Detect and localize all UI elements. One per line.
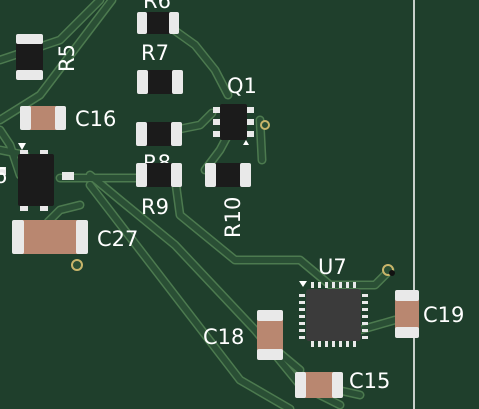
ref-c19: C19 <box>423 303 464 327</box>
resistor-r10[interactable] <box>205 163 251 187</box>
resistor-r6[interactable] <box>137 12 179 34</box>
pin1-marker <box>18 143 26 150</box>
vias <box>71 120 395 276</box>
ref-c27: C27 <box>97 227 138 251</box>
ref-r9: R9 <box>141 195 169 219</box>
capacitor-c16[interactable] <box>20 106 66 130</box>
ref-r7: R7 <box>141 41 169 65</box>
capacitor-c27[interactable] <box>12 220 88 254</box>
pin1-marker <box>243 140 249 145</box>
ref-q1: Q1 <box>227 74 257 98</box>
ref-c16: C16 <box>75 107 116 131</box>
capacitor-c15[interactable] <box>295 372 343 398</box>
ref-partial-left: 6 <box>0 164 7 188</box>
ref-r5: R5 <box>55 44 79 72</box>
ref-r10: R10 <box>221 197 245 238</box>
resistor-r5[interactable] <box>16 34 43 80</box>
via <box>71 259 83 271</box>
resistor-r9[interactable] <box>136 163 182 187</box>
transistor-q1[interactable] <box>213 104 254 145</box>
ref-u7: U7 <box>318 255 347 279</box>
via <box>260 120 270 130</box>
ref-c15: C15 <box>349 369 390 393</box>
capacitor-c19[interactable] <box>395 290 419 338</box>
transistor-partial-left[interactable] <box>0 143 74 211</box>
pin1-marker <box>299 281 307 287</box>
ref-r6: R6 <box>143 0 171 13</box>
resistor-r7[interactable] <box>137 70 183 94</box>
resistor-r8[interactable] <box>136 122 182 146</box>
ref-c18: C18 <box>203 325 244 349</box>
capacitor-c18[interactable] <box>257 310 283 360</box>
via <box>389 270 395 276</box>
ic-u7[interactable] <box>299 281 368 347</box>
